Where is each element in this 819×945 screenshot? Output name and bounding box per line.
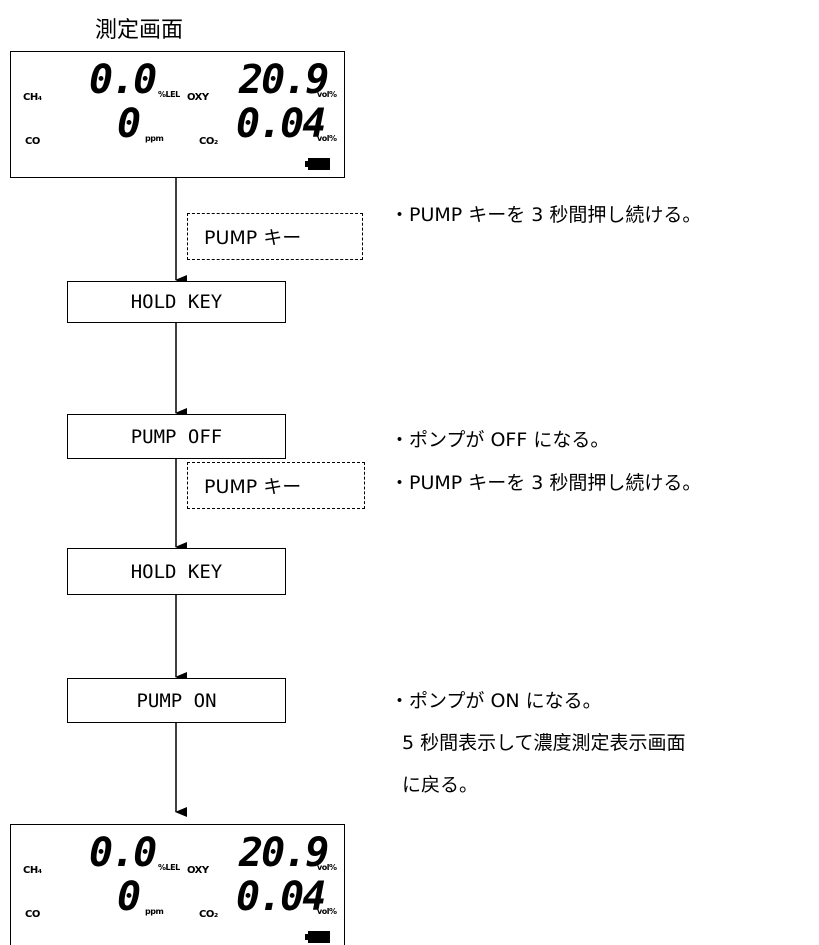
note-step-6-line-3: に戻る。 (402, 774, 479, 796)
gas-label-co2: CO₂ (199, 136, 218, 147)
lcd-display-top: CH₄ 0.0 %LEL OXY 20.9 vol% CO 0 ppm CO₂ … (10, 51, 345, 178)
battery-icon (305, 158, 330, 170)
pump-key-box-2: PUMP キー (187, 462, 365, 509)
lcd-display-bottom: CH₄ 0.0 %LEL OXY 20.9 vol% CO 0 ppm CO₂ … (10, 824, 345, 945)
hold-key-label-2: HOLD KEY (130, 560, 223, 583)
value-ch4: 0.0 (89, 830, 157, 876)
hold-key-box-1: HOLD KEY (67, 281, 286, 323)
gas-label-co2: CO₂ (199, 909, 218, 920)
value-oxy: 20.9 (239, 57, 329, 103)
note-step-6-line-1: ・ポンプが ON になる。 (390, 690, 602, 712)
pump-key-label-1: PUMP キー (204, 227, 302, 249)
value-ch4: 0.0 (89, 57, 157, 103)
note-step-4: ・PUMP キーを 3 秒間押し続ける。 (390, 472, 702, 494)
gas-label-oxy: OXY (187, 92, 209, 103)
note-step-1: ・PUMP キーを 3 秒間押し続ける。 (390, 204, 702, 226)
value-co2: 0.04 (236, 874, 326, 920)
gas-label-ch4: CH₄ (23, 92, 42, 103)
hold-key-label-1: HOLD KEY (130, 291, 223, 313)
unit-vol-oxy: vol% (317, 90, 337, 99)
battery-icon (305, 931, 330, 943)
screen-title: 測定画面 (95, 18, 184, 43)
unit-ppm: ppm (145, 134, 164, 143)
hold-key-box-2: HOLD KEY (67, 548, 286, 595)
gas-label-ch4: CH₄ (23, 865, 42, 876)
unit-lel: %LEL (158, 863, 180, 872)
unit-vol-oxy: vol% (317, 863, 337, 872)
unit-ppm: ppm (145, 907, 164, 916)
value-co: 0 (117, 874, 141, 920)
pump-off-label: PUMP OFF (130, 425, 223, 448)
value-oxy: 20.9 (239, 830, 329, 876)
value-co2: 0.04 (236, 101, 326, 147)
gas-label-co: CO (25, 136, 40, 147)
unit-vol-co2: vol% (317, 134, 337, 143)
pump-key-label-2: PUMP キー (204, 476, 302, 498)
gas-label-co: CO (25, 909, 40, 920)
pump-key-box-1: PUMP キー (187, 213, 363, 260)
note-step-3: ・ポンプが OFF になる。 (390, 429, 610, 451)
unit-vol-co2: vol% (317, 907, 337, 916)
pump-on-box: PUMP ON (67, 678, 286, 723)
gas-label-oxy: OXY (187, 865, 209, 876)
pump-on-label: PUMP ON (136, 689, 217, 712)
unit-lel: %LEL (158, 90, 180, 99)
value-co: 0 (117, 101, 141, 147)
note-step-6-line-2: 5 秒間表示して濃度測定表示画面 (402, 732, 686, 754)
pump-off-box: PUMP OFF (67, 414, 286, 459)
